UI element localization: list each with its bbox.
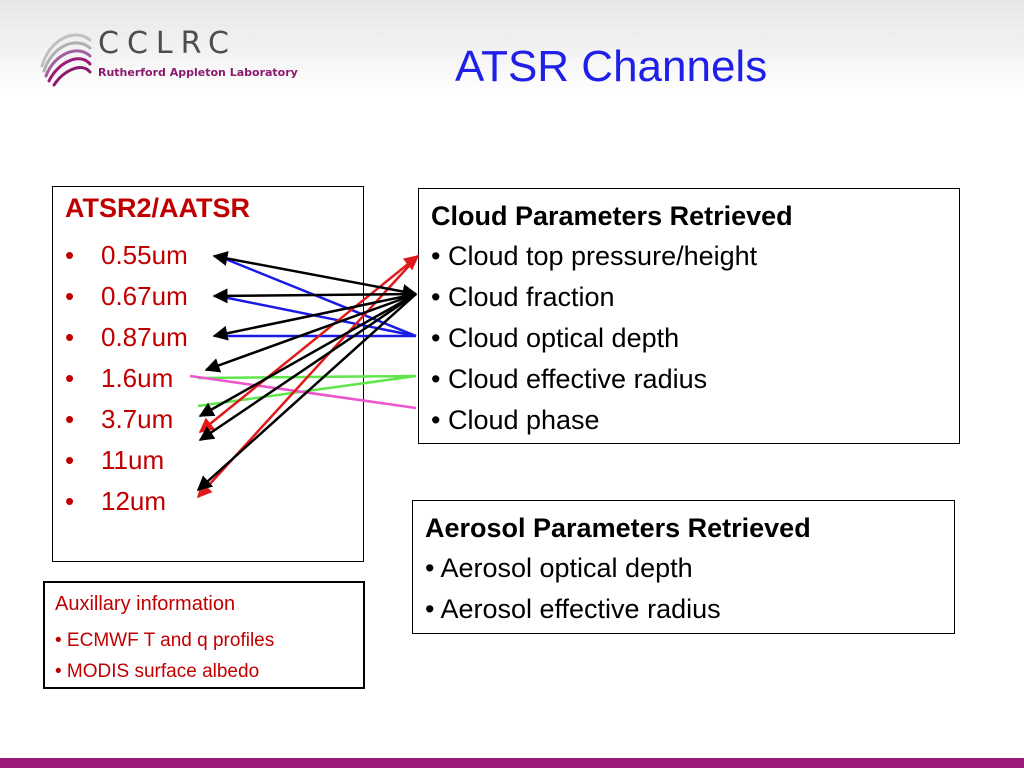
- aerosol-parameter-item: • Aerosol optical depth: [425, 553, 693, 583]
- channel-item: • 1.6um: [65, 358, 188, 399]
- footer-band: [0, 758, 1024, 768]
- channel-item: • 0.55um: [65, 235, 188, 276]
- bullet: •: [65, 281, 75, 311]
- cloud-parameters-list: • Cloud top pressure/height • Cloud frac…: [431, 236, 757, 441]
- channel-label: 0.67um: [101, 281, 188, 311]
- channel-item: • 0.67um: [65, 276, 188, 317]
- channel-label: 0.55um: [101, 240, 188, 270]
- cclrc-logo: CCLRC Rutherford Appleton Laboratory: [36, 18, 298, 88]
- bullet: •: [65, 363, 75, 393]
- cloud-parameter-item: • Cloud fraction: [431, 282, 615, 312]
- aerosol-parameters-heading: Aerosol Parameters Retrieved: [425, 513, 811, 543]
- cloud-parameter-item: • Cloud top pressure/height: [431, 241, 758, 271]
- logo-name: CCLRC: [98, 26, 237, 61]
- aerosol-parameter-item: • Aerosol effective radius: [425, 594, 721, 624]
- cloud-parameters-heading: Cloud Parameters Retrieved: [431, 201, 793, 231]
- cloud-parameter-item: • Cloud optical depth: [431, 323, 680, 353]
- cloud-parameter-item: • Cloud phase: [431, 405, 600, 435]
- auxiliary-item: • ECMWF T and q profiles: [55, 630, 275, 651]
- bullet: •: [65, 240, 75, 270]
- aerosol-parameters-list: • Aerosol optical depth • Aerosol effect…: [425, 548, 721, 630]
- auxiliary-list: • ECMWF T and q profiles • MODIS surface…: [55, 625, 274, 687]
- bullet: •: [65, 322, 75, 352]
- channel-list: • 0.55um • 0.67um • 0.87um • 1.6um • 3.7um • 1…: [65, 235, 188, 522]
- channel-label: 11um: [101, 445, 165, 475]
- auxiliary-heading: Auxillary information: [55, 593, 236, 615]
- channel-item: • 11um: [65, 440, 188, 481]
- cloud-parameter-item: • Cloud effective radius: [431, 364, 708, 394]
- channel-label: 0.87um: [101, 322, 188, 352]
- bullet: •: [65, 404, 75, 434]
- channel-label: 12um: [101, 486, 167, 516]
- bullet: •: [65, 445, 75, 475]
- channel-item: • 0.87um: [65, 317, 188, 358]
- header-band: [0, 0, 1024, 94]
- swirl-logo-icon: [40, 33, 92, 87]
- channels-heading: ATSR2/AATSR: [65, 193, 251, 223]
- channel-item: • 3.7um: [65, 399, 188, 440]
- channels-box: ATSR2/AATSR • 0.55um • 0.67um • 0.87um • 1.6…: [52, 186, 364, 562]
- cloud-parameters-box: Cloud Parameters Retrieved • Cloud top p…: [418, 188, 960, 444]
- bullet: •: [65, 486, 75, 516]
- logo-subtitle: Rutherford Appleton Laboratory: [98, 66, 298, 79]
- channel-label: 3.7um: [101, 404, 174, 434]
- auxiliary-item: • MODIS surface albedo: [55, 661, 260, 682]
- channel-item: • 12um: [65, 481, 188, 522]
- aerosol-parameters-box: Aerosol Parameters Retrieved • Aerosol o…: [412, 500, 955, 634]
- auxiliary-box: Auxillary information • ECMWF T and q pr…: [43, 581, 365, 689]
- channel-label: 1.6um: [101, 363, 174, 393]
- slide-title: ATSR Channels: [455, 42, 768, 91]
